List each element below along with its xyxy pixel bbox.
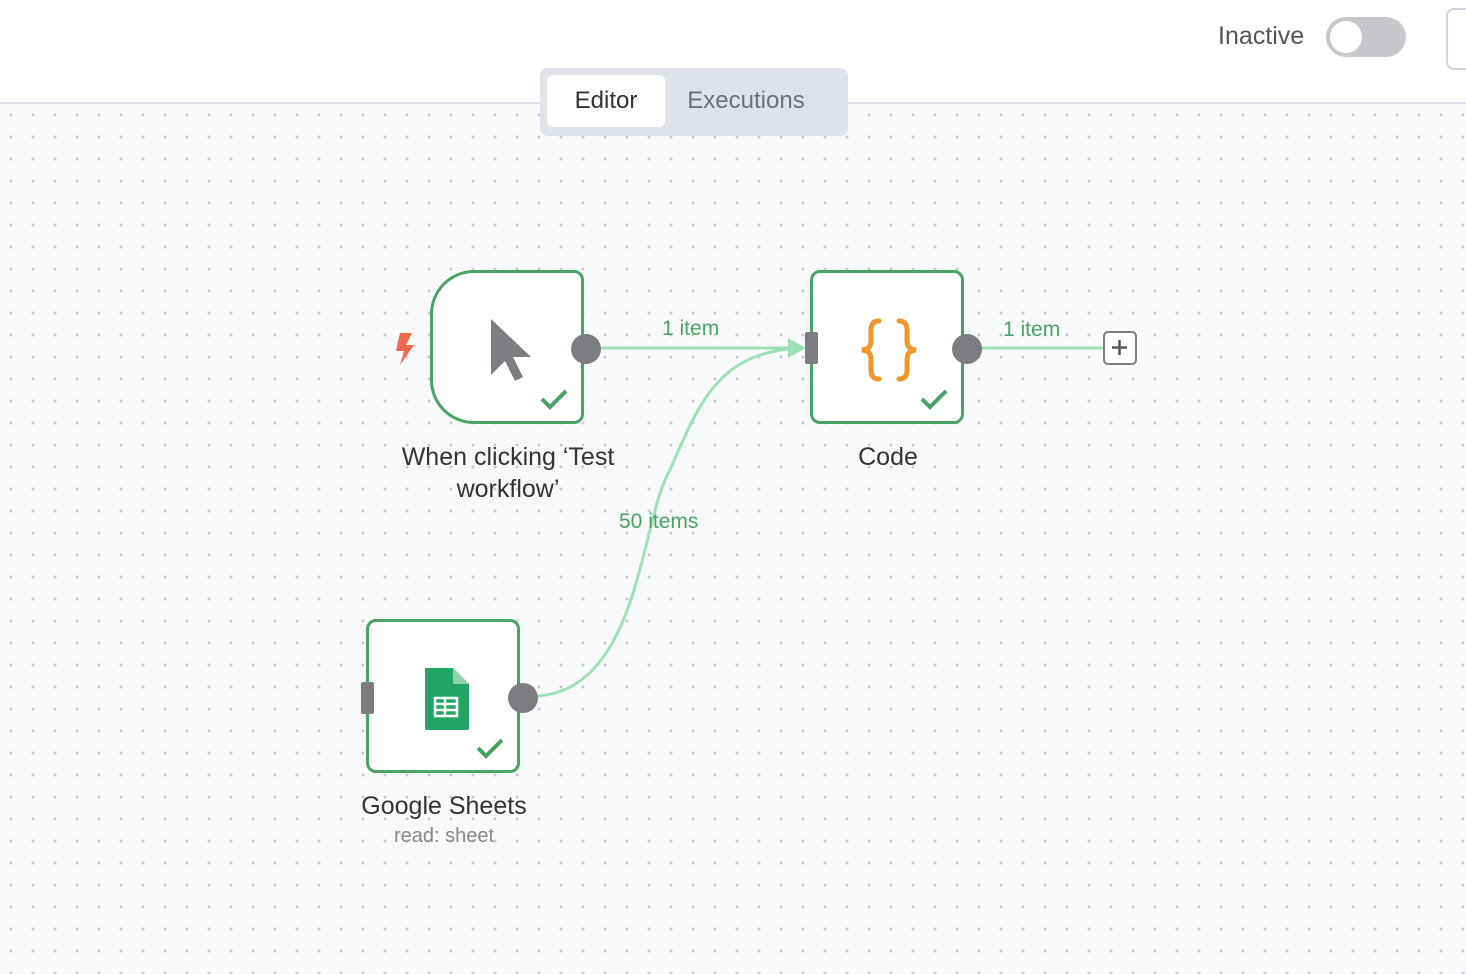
header-action-button[interactable] (1446, 8, 1466, 70)
connection-sheets-to-code[interactable] (536, 346, 801, 698)
node-title-line-1: When clicking ‘Test (401, 443, 615, 471)
node-title-trigger: When clicking ‘Test workflow’ (358, 441, 658, 505)
code-input-handle[interactable] (805, 332, 818, 364)
add-node-button[interactable] (1103, 331, 1137, 365)
success-check-icon (920, 389, 948, 410)
code-output-handle[interactable] (952, 334, 982, 364)
edge-label-trigger-code: 1 item (662, 317, 720, 340)
success-check-icon (476, 738, 504, 759)
node-title-line-2: workflow’ (456, 475, 560, 503)
view-tabs: Editor Executions (540, 68, 848, 136)
node-title-sheets: Google Sheets (361, 792, 527, 820)
tab-editor[interactable]: Editor (547, 75, 665, 127)
workflow-canvas[interactable] (0, 104, 1466, 974)
node-manual-trigger[interactable] (430, 270, 584, 424)
sheets-output-handle[interactable] (508, 683, 538, 713)
google-sheets-icon (425, 668, 469, 730)
sheets-input-handle[interactable] (361, 682, 374, 714)
edge-label-code-output: 1 item (1003, 318, 1061, 341)
mouse-pointer-icon (491, 319, 531, 381)
node-google-sheets[interactable] (366, 619, 520, 773)
trigger-output-handle[interactable] (571, 334, 601, 364)
node-title-code: Code (858, 443, 918, 471)
success-check-icon (540, 389, 568, 410)
active-toggle[interactable] (1326, 17, 1406, 57)
workflow-status-label: Inactive (1218, 22, 1305, 50)
edge-label-sheets-code: 50 items (619, 510, 699, 533)
code-braces-icon (861, 318, 917, 382)
toggle-knob (1330, 21, 1362, 53)
node-subtitle-sheets: read: sheet (393, 825, 495, 847)
tab-executions[interactable]: Executions (687, 87, 805, 114)
node-code[interactable] (810, 270, 964, 424)
plus-icon (1112, 340, 1127, 355)
trigger-bolt-icon (396, 333, 414, 365)
